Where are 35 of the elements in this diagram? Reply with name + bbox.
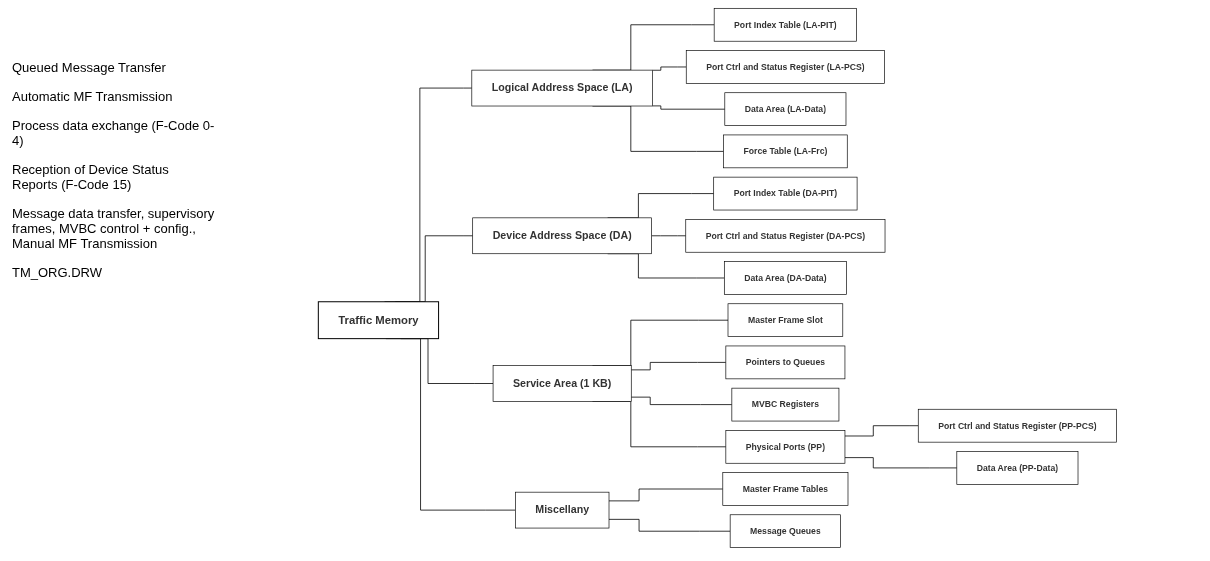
node-box: Data Area (LA-Data) bbox=[724, 92, 847, 126]
node-box: Data Area (PP-Data) bbox=[956, 451, 1079, 485]
node-box: Message Queues bbox=[729, 514, 841, 548]
connector bbox=[630, 396, 733, 405]
connector bbox=[652, 66, 687, 71]
node-box: Port Ctrl and Status Register (DA-PCS) bbox=[685, 219, 886, 253]
node-box: Physical Ports (PP) bbox=[725, 430, 846, 464]
note-text: Queued Message Transfer bbox=[12, 60, 167, 75]
node-box: Port Index Table (DA-PIT) bbox=[713, 176, 858, 211]
connector bbox=[844, 457, 958, 469]
note-text: Message data transfer, supervisory frames, MVBC control + config., Manual MF Transmission bbox=[12, 206, 216, 251]
node-box: Master Frame Tables bbox=[722, 472, 849, 506]
node-box: Device Address Space (DA) bbox=[472, 217, 653, 255]
connector bbox=[608, 488, 724, 502]
node-box: Miscellany bbox=[515, 491, 610, 529]
node-box: Port Ctrl and Status Register (LA-PCS) bbox=[685, 50, 885, 84]
connector bbox=[630, 362, 727, 371]
node-box: MVBC Registers bbox=[731, 387, 840, 422]
connector bbox=[608, 518, 731, 532]
node-box: Data Area (DA-Data) bbox=[724, 261, 847, 295]
note-text: Reception of Device Status Reports (F-Code 15) bbox=[12, 162, 170, 192]
node-box: Master Frame Slot bbox=[727, 303, 844, 337]
node-box: Pointers to Queues bbox=[725, 345, 846, 380]
node-box: Port Ctrl and Status Register (PP-PCS) bbox=[917, 408, 1117, 443]
note-text: Automatic MF Transmission bbox=[12, 89, 174, 104]
node-box: Traffic Memory bbox=[317, 301, 440, 340]
connector bbox=[651, 235, 687, 237]
node-box: Logical Address Space (LA) bbox=[471, 69, 653, 107]
node-box: Force Table (LA-Frc) bbox=[723, 134, 848, 169]
node-box: Port Index Table (LA-PIT) bbox=[713, 8, 857, 42]
note-text: TM_ORG.DRW bbox=[12, 265, 104, 280]
connector bbox=[652, 105, 726, 110]
note-text: Process data exchange (F-Code 0-4) bbox=[12, 118, 216, 148]
node-box: Service Area (1 KB) bbox=[492, 365, 632, 402]
connector bbox=[844, 425, 919, 437]
